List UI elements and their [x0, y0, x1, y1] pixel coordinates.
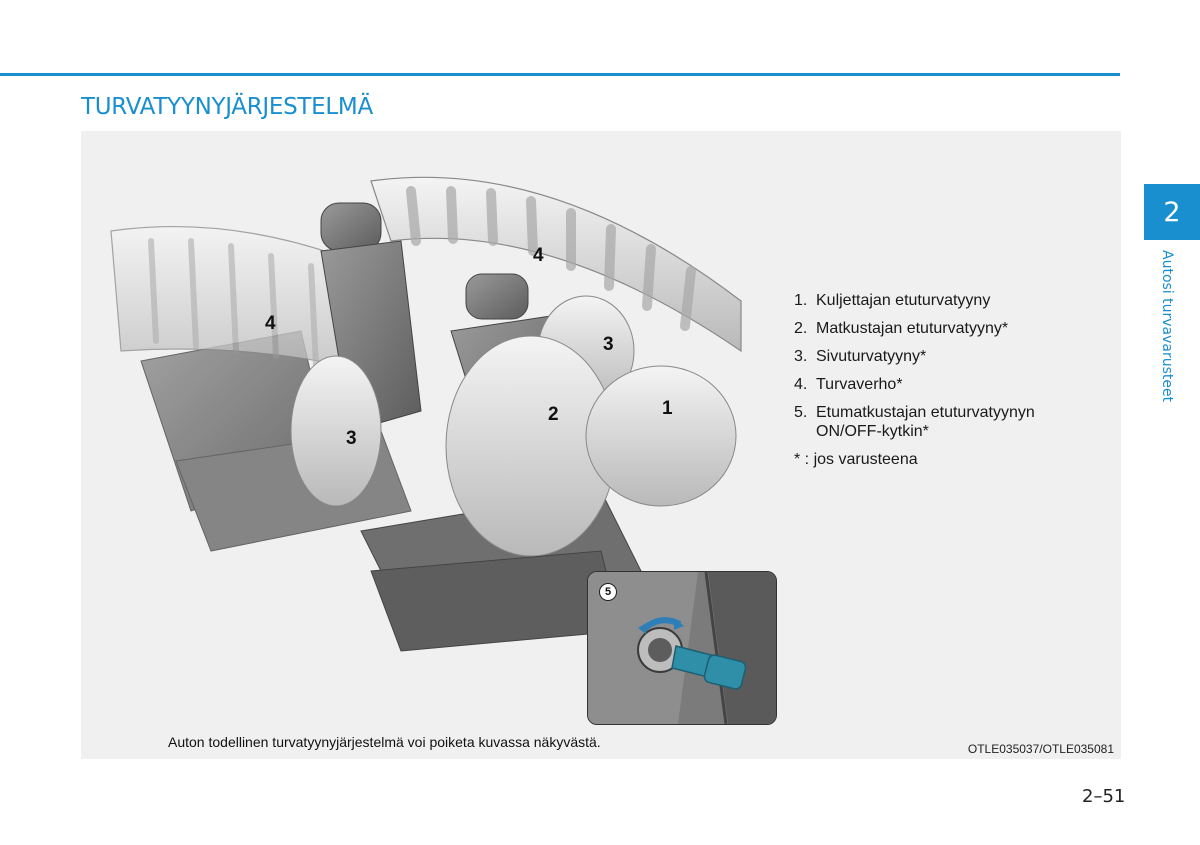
- legend-item: 2. Matkustajan etuturvatyyny*: [794, 319, 1094, 338]
- callout-4-rear: 4: [265, 313, 276, 334]
- legend-item-number: 3.: [794, 348, 808, 365]
- header-rule: [0, 73, 1120, 76]
- chapter-number-tab[interactable]: 2: [1144, 184, 1200, 240]
- legend-item-text: Etumatkustajan etuturvatyynyn ON/OFF-kyt…: [816, 404, 1035, 440]
- legend-item-text: Sivuturvatyyny*: [816, 348, 927, 365]
- airbag-figure: 1 2 3 3 4 4 1. Kuljettajan etuturvatyyny …: [81, 131, 1121, 759]
- legend-item-number: 5.: [794, 404, 808, 421]
- legend-item-number: 1.: [794, 292, 808, 309]
- passenger-headrest: [465, 273, 529, 320]
- legend-item: 5. Etumatkustajan etuturvatyynyn ON/OFF-k…: [794, 403, 1094, 441]
- legend-item-number: 2.: [794, 320, 808, 337]
- onoff-switch-inset: 5: [587, 571, 777, 725]
- image-code: OTLE035037/OTLE035081: [967, 742, 1114, 756]
- airbag-legend: 1. Kuljettajan etuturvatyyny 2. Matkustaja…: [794, 291, 1094, 478]
- front-curtain-airbag: [370, 176, 742, 353]
- inset-callout-5: 5: [599, 583, 617, 601]
- legend-item-text: Matkustajan etuturvatyyny*: [816, 320, 1009, 337]
- legend-item: 4. Turvaverho*: [794, 375, 1094, 394]
- chapter-label: Autosi turvavarusteet: [1159, 250, 1175, 403]
- legend-note: * : jos varusteena: [794, 451, 918, 468]
- legend-item-text: Kuljettajan etuturvatyyny: [816, 292, 991, 309]
- page-title: TURVATYYNYJÄRJESTELMÄ: [81, 94, 373, 120]
- driver-headrest: [320, 202, 382, 252]
- legend-item: 1. Kuljettajan etuturvatyyny: [794, 291, 1094, 310]
- callout-2: 2: [548, 404, 559, 425]
- legend-item: 3. Sivuturvatyyny*: [794, 347, 1094, 366]
- page-number: 2–51: [1082, 786, 1126, 807]
- key-switch-illustration: [588, 572, 776, 724]
- callout-1: 1: [662, 398, 673, 419]
- legend-item-number: 4.: [794, 376, 808, 393]
- callout-3-right: 3: [603, 334, 614, 355]
- driver-front-airbag: [585, 365, 737, 507]
- callout-4-front: 4: [533, 245, 544, 266]
- callout-3-left: 3: [346, 428, 357, 449]
- figure-caption: Auton todellinen turvatyynyjärjestelmä v…: [168, 734, 601, 750]
- legend-item-text: Turvaverho*: [816, 376, 903, 393]
- airbag-illustration: 1 2 3 3 4 4: [110, 176, 742, 652]
- side-airbag-left: [290, 355, 382, 507]
